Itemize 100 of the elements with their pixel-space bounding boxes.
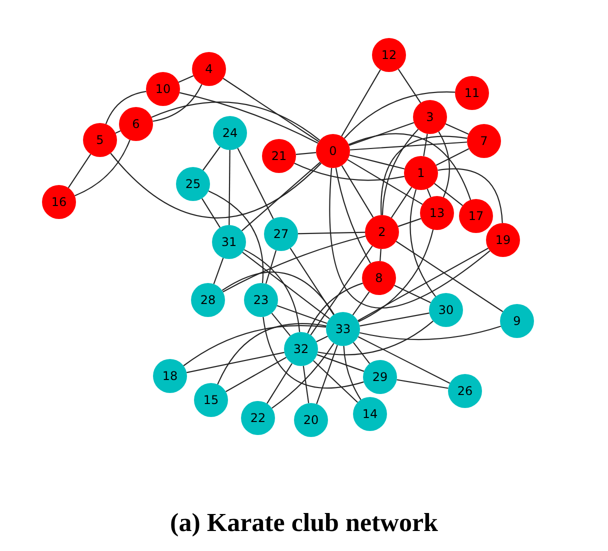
graph-node	[365, 215, 399, 249]
edge-line	[228, 150, 230, 225]
edge-line	[290, 248, 334, 316]
graph-node	[413, 100, 447, 134]
graph-node	[194, 383, 228, 417]
edge-line	[358, 336, 450, 384]
edge-line	[208, 190, 264, 284]
edge-line	[276, 305, 328, 324]
edge-line	[310, 246, 373, 336]
edge-line	[316, 344, 338, 404]
edge-line	[183, 324, 326, 366]
edge-line	[152, 84, 202, 122]
edge-line	[396, 379, 448, 389]
edge-line	[202, 198, 220, 228]
edge-line	[410, 189, 436, 297]
graph-node	[455, 76, 489, 110]
graph-node	[467, 124, 501, 158]
caption: (a) Karate club network	[169, 508, 439, 538]
edge-line	[186, 352, 284, 374]
edge-line	[296, 152, 316, 155]
graph-node	[264, 217, 298, 251]
graph-node	[459, 199, 493, 233]
edge-line	[394, 284, 431, 304]
edge-line	[266, 363, 292, 404]
graph-node	[429, 293, 463, 327]
graph-node	[241, 401, 275, 435]
node-label: 12	[381, 49, 397, 61]
node-label: 25	[185, 178, 201, 190]
node-label: 7	[480, 135, 488, 147]
graph-node	[176, 167, 210, 201]
edge-line	[179, 92, 318, 144]
graph-node	[372, 38, 406, 72]
graph-node	[326, 312, 360, 346]
node-label: 30	[438, 304, 454, 316]
edge-line	[68, 154, 92, 188]
edge-line	[271, 312, 291, 336]
edge-line	[237, 148, 274, 220]
node-label: 13	[429, 207, 445, 219]
edge-line	[436, 148, 470, 166]
node-label: 16	[51, 196, 67, 208]
graph-node	[262, 139, 296, 173]
edge-line	[438, 168, 503, 224]
edge-line	[398, 218, 422, 227]
node-label: 11	[464, 87, 480, 99]
node-label: 5	[96, 134, 104, 146]
edge-line	[294, 162, 404, 181]
edge-line	[222, 78, 320, 142]
edge-line	[380, 136, 468, 216]
edge-line	[344, 91, 456, 139]
graph-node	[212, 225, 246, 259]
edge-line	[347, 159, 423, 205]
graph-node	[153, 359, 187, 393]
edge-line	[360, 312, 430, 326]
edge-line	[307, 282, 363, 334]
edge-line	[348, 122, 414, 146]
node-label: 17	[468, 210, 484, 222]
node-label: 2	[378, 226, 386, 238]
edge-line	[348, 133, 472, 200]
graph-node	[244, 283, 278, 317]
edge-line	[244, 249, 300, 332]
node-label: 24	[222, 127, 238, 139]
edge-line	[341, 69, 381, 137]
node-label: 3	[426, 111, 434, 123]
edge-line	[359, 326, 501, 340]
node-label: 19	[495, 234, 511, 246]
edge-line	[115, 130, 121, 134]
graph-node	[83, 123, 117, 157]
edge-line	[352, 292, 370, 316]
edge-line	[151, 102, 320, 141]
graph-node	[363, 360, 397, 394]
node-label: 9	[513, 315, 521, 327]
edge-line	[226, 356, 286, 392]
graph-node	[119, 107, 153, 141]
node-label: 33	[335, 323, 351, 335]
graph-node	[284, 332, 318, 366]
edge-line	[349, 154, 405, 170]
node-label: 8	[375, 272, 383, 284]
graph-node	[404, 156, 438, 190]
edge-line	[217, 323, 326, 385]
node-label: 1	[417, 167, 425, 179]
edge-line	[242, 252, 330, 320]
node-label: 20	[303, 414, 319, 426]
edge-line	[302, 366, 310, 404]
node-label: 10	[155, 83, 171, 95]
edge-line	[335, 168, 371, 264]
edge-line	[398, 68, 422, 104]
edge-line	[105, 90, 146, 124]
node-label: 31	[221, 236, 237, 248]
edge-line	[298, 232, 366, 234]
edge-line	[380, 248, 382, 262]
graph-node	[191, 283, 225, 317]
edge-line	[423, 134, 428, 156]
edge-line	[390, 186, 412, 218]
node-label: 6	[132, 118, 140, 130]
node-label: 0	[329, 145, 337, 157]
graph-node	[146, 72, 180, 106]
graph-node	[500, 304, 534, 338]
edge-line	[358, 229, 434, 322]
edge-line	[396, 240, 504, 312]
node-label: 22	[250, 412, 266, 424]
